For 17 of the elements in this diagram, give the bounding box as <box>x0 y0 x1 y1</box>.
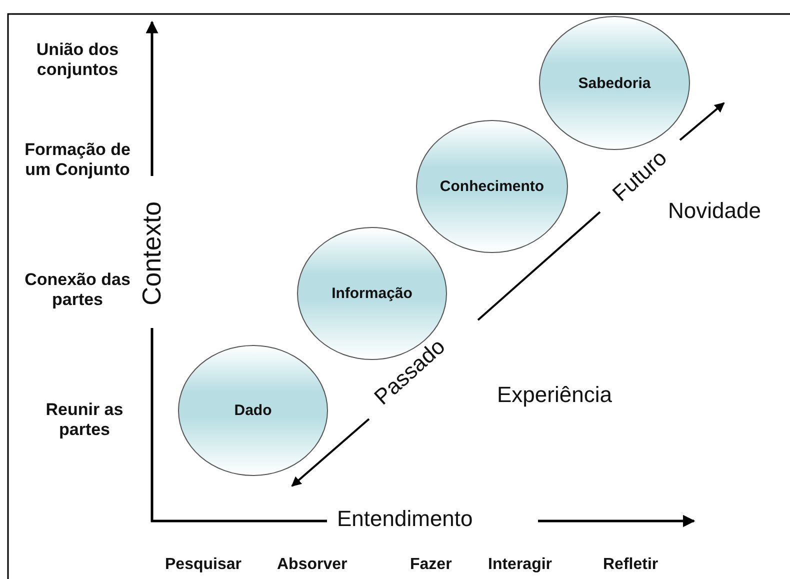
concept-label: Dado <box>234 402 272 419</box>
action-label: Refletir <box>603 556 658 574</box>
level-label: União dos conjuntos <box>35 40 120 81</box>
level-label: Reunir as partes <box>44 400 124 441</box>
action-label: Interagir <box>488 556 552 574</box>
concept-label: Sabedoria <box>578 74 651 92</box>
level-label: Formação de um Conjunto <box>24 140 132 181</box>
action-label: Absorver <box>277 556 348 574</box>
action-label: Pesquisar <box>165 556 242 574</box>
level-label: Conexão das partes <box>24 270 132 311</box>
region-label: Novidade <box>668 198 761 224</box>
concept-label: Informação <box>332 285 412 302</box>
axis-title: Contexto <box>136 200 168 306</box>
concept-label: Conhecimento <box>440 178 544 195</box>
axis-title: Entendimento <box>337 506 473 532</box>
action-label: Fazer <box>410 556 452 574</box>
region-label: Experiência <box>497 382 612 408</box>
